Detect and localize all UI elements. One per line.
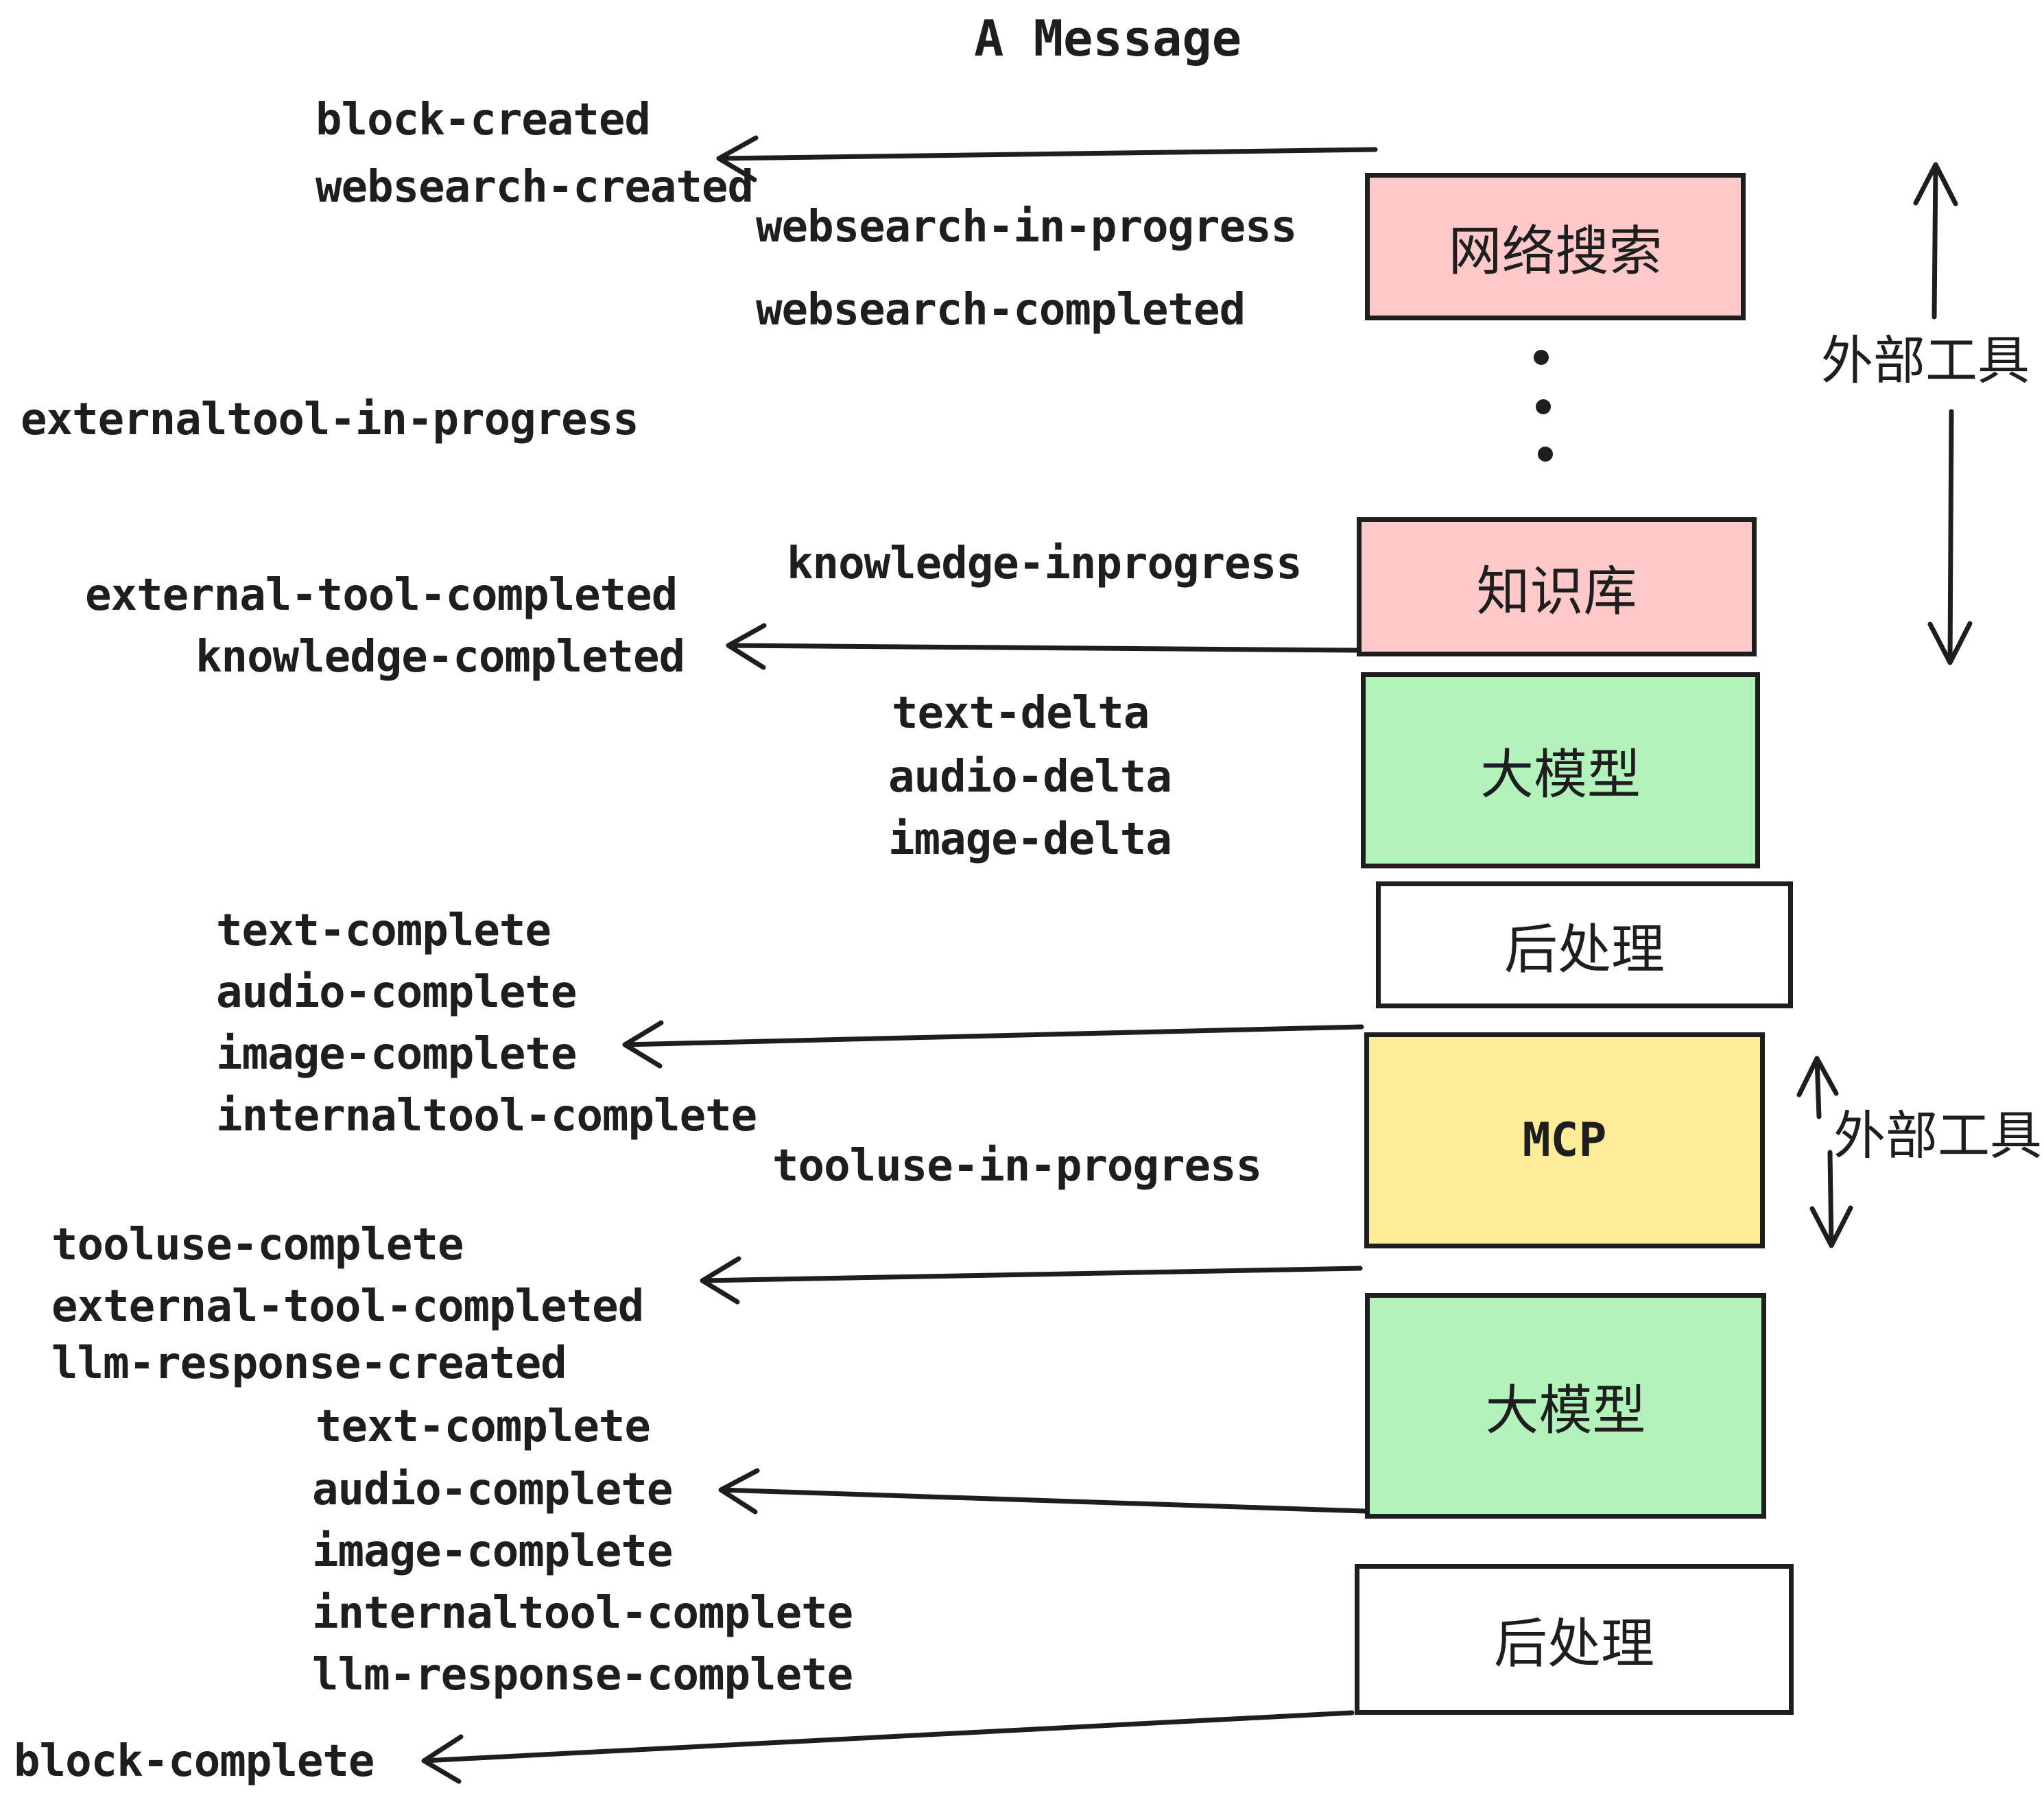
arrow-llm2-to-audio-complete [718,1468,1368,1515]
websearch-box: 网络搜索 [1365,173,1746,320]
llm-box-2-label: 大模型 [1485,1379,1646,1440]
event-audio-complete-1: audio-complete [216,967,577,1018]
arrow-knowledge-to-completed [726,623,1359,670]
event-websearch-completed: websearch-completed [756,285,1246,335]
event-llm-response-complete: llm-response-complete [312,1650,853,1700]
external-tools-label-top: 外部工具 [1821,332,2030,390]
arrow-external-tools-up-2 [1796,1056,1839,1119]
event-internaltool-complete-1: internaltool-complete [216,1091,757,1141]
arrow-external-tools-down-2 [1809,1150,1853,1248]
event-audio-complete-2: audio-complete [312,1464,673,1515]
websearch-box-label: 网络搜索 [1448,220,1663,281]
mcp-box: MCP [1364,1032,1765,1248]
external-tools-label-mid: 外部工具 [1833,1107,2042,1165]
mcp-box-label: MCP [1522,1113,1607,1167]
arrow-external-tools-up-1 [1913,162,1958,320]
event-tooluse-complete: tooluse-complete [51,1220,464,1270]
llm-box-2: 大模型 [1365,1293,1766,1519]
event-knowledge-completed: knowledge-completed [195,632,685,683]
event-internaltool-complete-2: internaltool-complete [312,1588,853,1639]
event-text-delta-1: text-delta [892,688,1150,739]
arrow-post2-to-block-complete [421,1710,1355,1784]
event-block-created: block-created [316,95,651,145]
event-text-complete-2: text-complete [316,1401,651,1452]
event-image-delta-1: image-delta [888,814,1172,865]
arrow-websearch-to-block-created [716,135,1378,182]
diagram-title: A Message [974,10,1242,67]
llm-box-1-label: 大模型 [1479,744,1641,805]
knowledge-box: 知识库 [1357,517,1757,656]
postprocess-box-2-label: 后处理 [1493,1613,1654,1674]
event-tooluse-in-progress: tooluse-in-progress [772,1141,1262,1191]
event-image-complete-2: image-complete [312,1526,673,1577]
event-knowledge-inprogress: knowledge-inprogress [787,538,1303,589]
postprocess-box-1: 后处理 [1376,881,1793,1008]
postprocess-box-2: 后处理 [1355,1564,1794,1715]
arrow-mcp-to-tooluse-complete [700,1256,1363,1305]
event-audio-delta-1: audio-delta [888,752,1172,803]
knowledge-box-label: 知识库 [1476,560,1637,621]
event-llm-response-created: llm-response-created [51,1338,567,1389]
event-block-complete: block-complete [14,1736,375,1787]
postprocess-box-1-label: 后处理 [1504,918,1665,980]
arrow-post1-to-image-complete [622,1020,1364,1069]
vertical-ellipsis-icon [1534,350,1553,462]
event-image-complete-1: image-complete [216,1029,577,1080]
event-external-tool-completed-1: external-tool-completed [85,570,678,621]
event-externaltool-in-progress: externaltool-in-progress [21,394,639,445]
event-external-tool-completed-2: external-tool-completed [51,1281,644,1332]
event-text-complete-1: text-complete [216,905,551,956]
llm-box-1: 大模型 [1361,672,1760,868]
event-websearch-created: websearch-created [316,162,754,213]
event-websearch-in-progress: websearch-in-progress [756,202,1297,252]
arrow-external-tools-down-1 [1927,409,1973,665]
